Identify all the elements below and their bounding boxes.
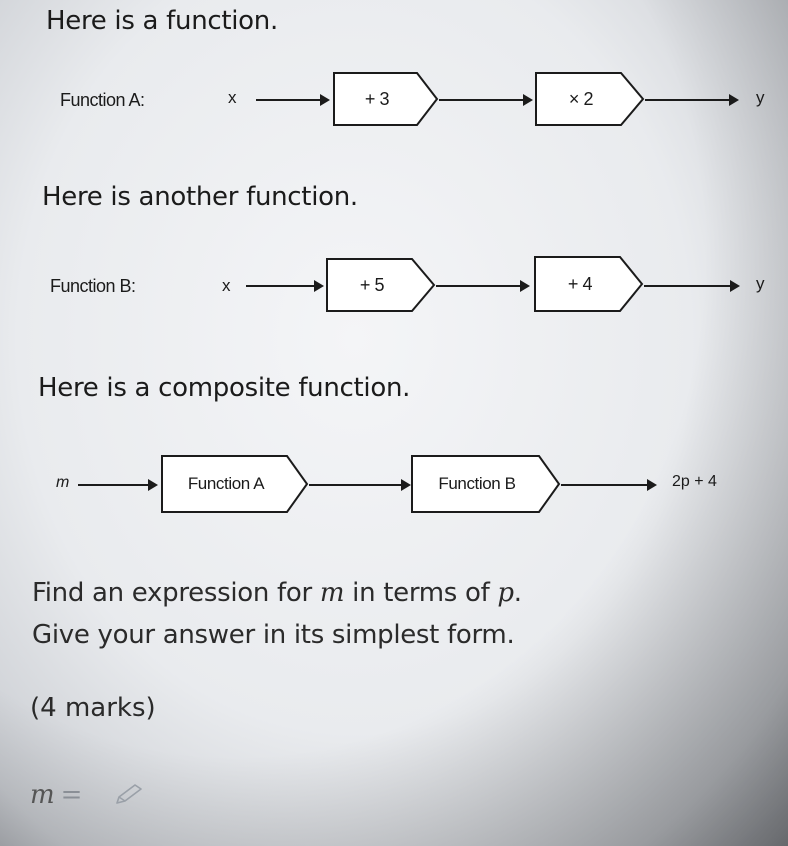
arrow-a-3 [645, 94, 739, 106]
box-b-plus5-label: + 5 [359, 274, 385, 295]
question-text-start: Find an expression for [32, 578, 320, 608]
arrow-a-1 [256, 94, 330, 106]
arrow-b-2 [436, 280, 530, 292]
input-m: m [56, 474, 70, 491]
box-function-a: Function A [161, 455, 309, 513]
box-a-plus3: + 3 [333, 72, 439, 126]
arrow-c-3 [561, 479, 657, 491]
question-var-p: p [497, 578, 514, 608]
label-function-b: Function B: [50, 276, 136, 296]
box-b-plus4-label: + 4 [567, 273, 593, 294]
box-function-b-label: Function B [438, 474, 516, 493]
output-y-a: y [756, 88, 765, 107]
heading-composite: Here is a composite function. [38, 373, 411, 403]
question-line-2: Give your answer in its simplest form. [32, 620, 515, 650]
arrow-c-1 [78, 479, 158, 491]
answer-equals: = [60, 780, 83, 810]
question-var-m: m [319, 578, 345, 608]
answer-var-m: m [30, 780, 55, 810]
box-function-a-label: Function A [187, 474, 265, 493]
output-2p-plus-4: 2p + 4 [672, 473, 717, 490]
heading-function-b: Here is another function. [42, 182, 358, 212]
box-function-b: Function B [411, 455, 561, 513]
marks-label: (4 marks) [30, 693, 156, 723]
heading-function-a: Here is a function. [46, 6, 278, 36]
question-line-1: Find an expression for m in terms of p. [32, 578, 522, 608]
question-text-mid: in terms of [344, 578, 498, 608]
answer-line[interactable]: m= [30, 780, 82, 810]
arrow-a-2 [439, 94, 533, 106]
box-b-plus4: + 4 [534, 256, 644, 312]
arrow-b-3 [644, 280, 740, 292]
arrow-c-2 [309, 479, 411, 491]
label-function-a: Function A: [60, 90, 145, 110]
input-x-b: x [222, 276, 231, 295]
pencil-icon[interactable] [113, 783, 145, 812]
box-a-plus3-label: + 3 [364, 88, 390, 109]
input-x-a: x [228, 88, 237, 107]
box-b-plus5: + 5 [326, 258, 436, 312]
box-a-times2: × 2 [535, 72, 645, 126]
question-text-end: . [513, 578, 522, 608]
arrow-b-1 [246, 280, 324, 292]
box-a-times2-label: × 2 [568, 88, 594, 109]
output-y-b: y [756, 274, 765, 293]
